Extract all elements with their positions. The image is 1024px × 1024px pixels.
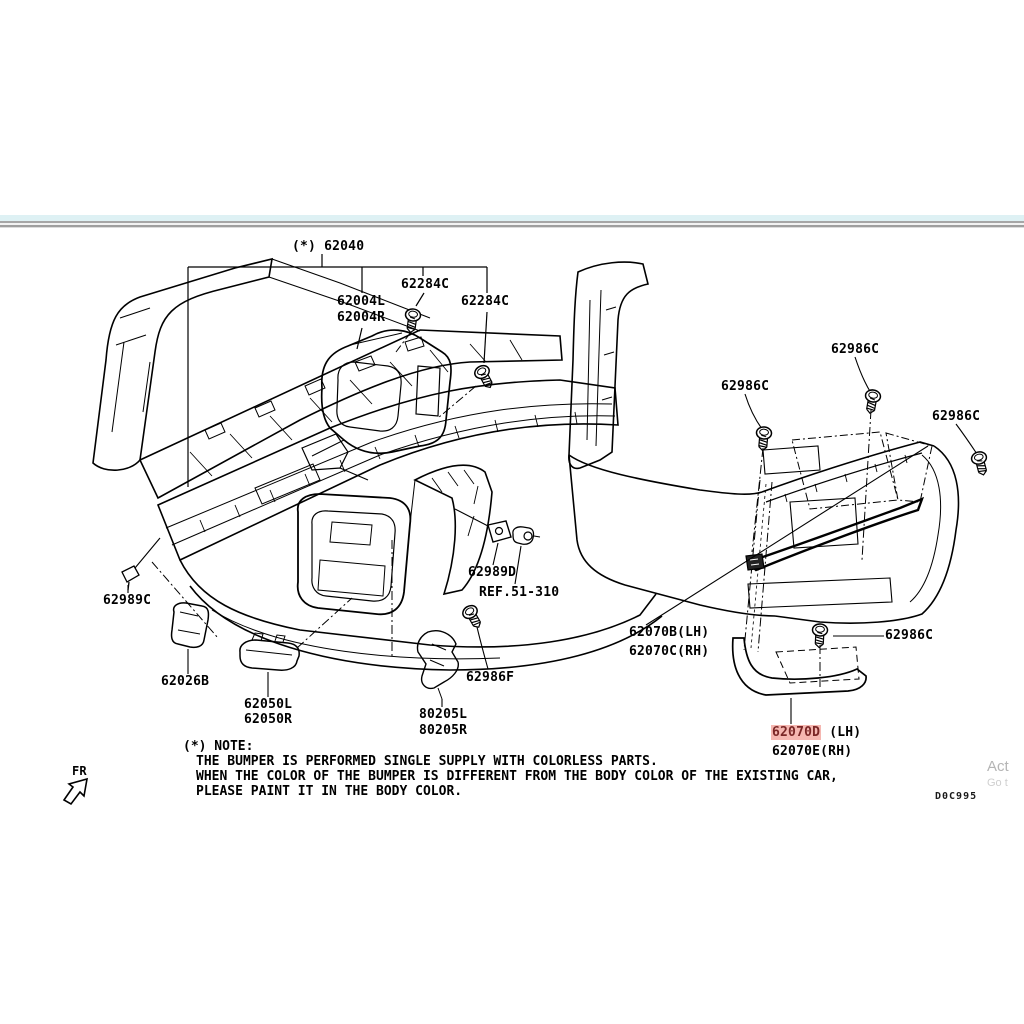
clip-62989d-icon [454, 508, 512, 566]
front-direction-label: FR [72, 764, 87, 778]
part-label-62004r: 62004R [337, 310, 386, 325]
part-label-62989c: 62989C [103, 593, 152, 608]
part-label-62070c: 62070C(RH) [629, 644, 710, 659]
note-line-3: PLEASE PAINT IT IN THE BODY COLOR. [196, 784, 463, 799]
part-label-62986c-a: 62986C [721, 379, 770, 394]
screw-62986c-a [754, 425, 773, 452]
note-line-2: WHEN THE COLOR OF THE BUMPER IS DIFFEREN… [196, 769, 838, 784]
assembly-bracket [187, 254, 488, 487]
screw-62986c-d [810, 622, 829, 649]
bracket-80205-part [416, 630, 459, 707]
cover-62026b-part [170, 602, 210, 674]
divider-cyan-strip [0, 215, 1024, 221]
part-label-62986c-b: 62986C [831, 342, 880, 357]
assembly-number-label: (*) 62040 [292, 239, 365, 254]
watermark-text-line1: Act [987, 758, 1009, 775]
bulb-ref51310-icon [512, 526, 541, 585]
part-label-62070d: 62070D (LH) [771, 725, 862, 740]
part-label-62284c-top: 62284C [401, 277, 450, 292]
part-label-62070e: 62070E(RH) [772, 744, 853, 759]
left-bumper-assembly-drawing [92, 257, 663, 671]
part-label-62986c-c: 62986C [932, 409, 981, 424]
screw-62986c-b [861, 388, 883, 416]
part-label-80205r: 80205R [419, 723, 468, 738]
part-label-62989d: 62989D [468, 565, 517, 580]
window-divider-bar [0, 215, 1024, 228]
note-heading: (*) NOTE: [183, 739, 254, 754]
front-direction-arrow-icon [62, 777, 89, 806]
clip-62989c-icon [121, 537, 161, 593]
part-label-62050r: 62050R [244, 712, 293, 727]
part-label-80205l: 80205L [419, 707, 468, 722]
watermark-text-line2: Go t [987, 777, 1008, 789]
highlighted-part-number: 62070D [771, 725, 822, 740]
part-label-62070d-side: (LH) [821, 725, 862, 740]
part-label-62026b: 62026B [161, 674, 210, 689]
note-line-1: THE BUMPER IS PERFORMED SINGLE SUPPLY WI… [196, 754, 658, 769]
part-label-62004l: 62004L [337, 294, 386, 309]
part-label-62986c-d: 62986C [885, 628, 934, 643]
part-label-62070b: 62070B(LH) [629, 625, 710, 640]
part-label-62986f: 62986F [466, 670, 515, 685]
document-code: D0C995 [935, 791, 978, 802]
screw-62986f [459, 602, 486, 632]
screw-62986c-c [969, 449, 992, 478]
screw-62284c-top [402, 307, 423, 335]
part-label-ref-51-310: REF.51-310 [479, 585, 560, 600]
right-bumper-drawing [568, 261, 978, 724]
fog-lamp-62050-part [239, 632, 300, 697]
part-label-62050l: 62050L [244, 697, 293, 712]
part-label-62284c-right: 62284C [461, 294, 510, 309]
